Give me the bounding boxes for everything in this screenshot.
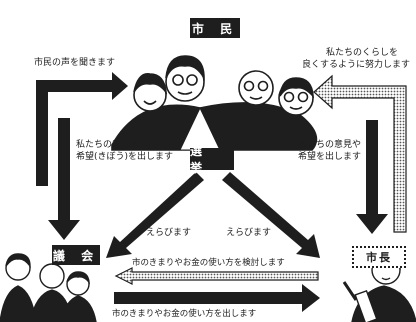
assembly-title-box: 議 会 [52, 245, 100, 265]
election-box: 選 挙 [190, 144, 234, 175]
elect-mayor-label: えらびます [226, 228, 272, 238]
opinions-to-assembly-arrow [48, 118, 80, 240]
election-arrows [106, 172, 320, 258]
propose-label: 市のきまりやお金の使い方を出します [112, 309, 257, 319]
election-label: 選 挙 [190, 144, 209, 175]
propose-arrow [114, 284, 320, 312]
citizens-illustration [111, 55, 318, 151]
mayor-title-box: 市長 [352, 246, 406, 268]
voice-loop-arrow [36, 72, 128, 186]
opinions-to-mayor-line2: 希望を出します [298, 152, 362, 162]
review-arrow [114, 267, 319, 285]
opinions-to-mayor-line1: 私たちの意見や [298, 140, 362, 150]
mayor-title: 市長 [366, 251, 392, 264]
review-label: 市のきまりやお金の使い方を検討します [132, 258, 285, 268]
opinions-to-assembly-line2: 希望(きぼう)を出します [76, 152, 174, 162]
opinions-to-mayor-arrow [356, 120, 388, 234]
improve-life-arrow [313, 74, 407, 233]
elect-assembly-label: えらびます [146, 228, 192, 238]
improve-label-line2: 良くするように努力します [302, 60, 411, 70]
citizens-title-box: 市 民 [190, 18, 240, 38]
citizens-title: 市 民 [191, 21, 239, 36]
opinions-to-assembly-line1: 私たちの意見や [76, 140, 140, 150]
voice-label: 市民の声を聞きます [34, 58, 116, 68]
improve-label-line1: 私たちのくらしを [326, 48, 399, 58]
assembly-title: 議 会 [52, 248, 100, 263]
